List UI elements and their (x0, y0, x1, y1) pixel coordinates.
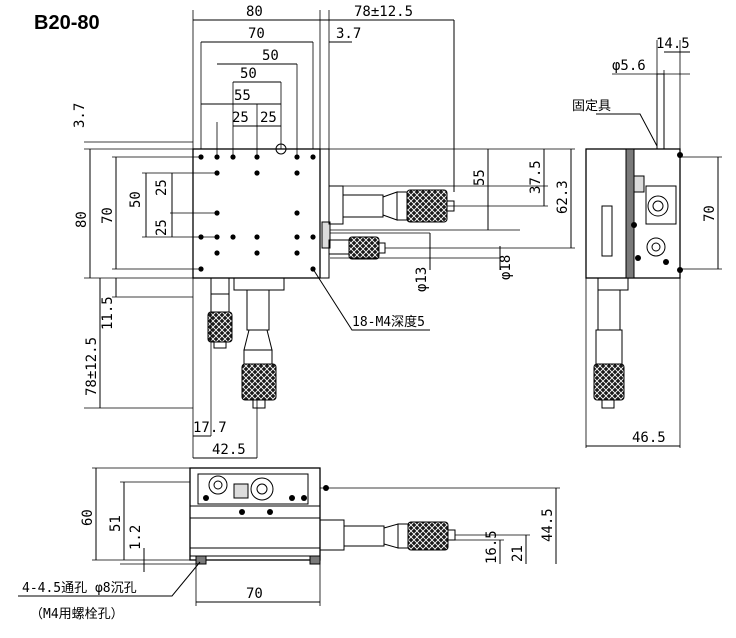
dim-right-62-3: 62.3 (555, 180, 571, 214)
note-tapped-holes: 18-M4深度5 (352, 314, 425, 330)
adjuster-bottom (207, 277, 233, 349)
model-title: B20-80 (34, 12, 100, 34)
micrometer-bottom (233, 277, 285, 409)
dim-travel-top: 78±12.5 (354, 4, 413, 20)
dim-top-50b: 50 (240, 66, 257, 82)
dim-travel-left: 78±12.5 (84, 337, 100, 396)
dim-front-60: 60 (80, 509, 96, 526)
dim-left-50: 50 (128, 191, 144, 208)
dim-left-25b: 25 (154, 219, 170, 236)
dim-top-80: 80 (246, 4, 263, 20)
dim-front-44-5: 44.5 (540, 508, 556, 542)
side-view (585, 40, 722, 448)
dim-top-50a: 50 (262, 48, 279, 64)
dim-top-55: 55 (234, 88, 251, 104)
dim-phi13: φ13 (414, 267, 430, 292)
dim-left-70: 70 (100, 207, 116, 224)
dim-top-3-7: 3.7 (336, 26, 361, 42)
dim-left-25a: 25 (154, 179, 170, 196)
dim-bottom-42-5: 42.5 (212, 442, 246, 458)
dim-front-16-5: 16.5 (484, 530, 500, 564)
dim-side-70: 70 (702, 205, 718, 222)
dim-front-70: 70 (246, 586, 263, 602)
dim-top-25b: 25 (260, 110, 277, 126)
dim-left-80: 80 (74, 211, 90, 228)
dim-top-25a: 25 (232, 110, 249, 126)
dim-front-51: 51 (108, 515, 124, 532)
adjuster-right (328, 236, 386, 260)
dim-bottom-17-7: 17.7 (193, 420, 227, 436)
top-view-clamp (321, 221, 331, 249)
note-mount-holes: 4-4.5通孔 φ8沉孔 (22, 581, 137, 596)
dim-front-21: 21 (510, 545, 526, 562)
dim-side-phi5-6: φ5.6 (612, 58, 646, 74)
dim-side-46-5: 46.5 (632, 430, 666, 446)
top-view-stage (192, 148, 321, 279)
dim-right-37-5: 37.5 (528, 160, 544, 194)
top-view (84, 10, 575, 459)
top-view-side-plate (319, 148, 330, 279)
note-fixture: 固定具 (572, 99, 611, 114)
dim-front-1-2: 1.2 (128, 525, 144, 550)
dim-left-3-7: 3.7 (72, 103, 88, 128)
note-mount-bolt: （M4用螺栓孔） (30, 607, 124, 622)
dim-right-55: 55 (472, 169, 488, 186)
dim-top-70: 70 (248, 26, 265, 42)
front-view-stage (189, 467, 321, 561)
dim-phi18: φ18 (498, 255, 514, 280)
front-view (18, 467, 560, 606)
micrometer-right (328, 185, 455, 225)
dim-side-14-5: 14.5 (656, 36, 690, 52)
fixture-pin (656, 73, 665, 150)
dim-left-11-5: 11.5 (100, 296, 116, 330)
